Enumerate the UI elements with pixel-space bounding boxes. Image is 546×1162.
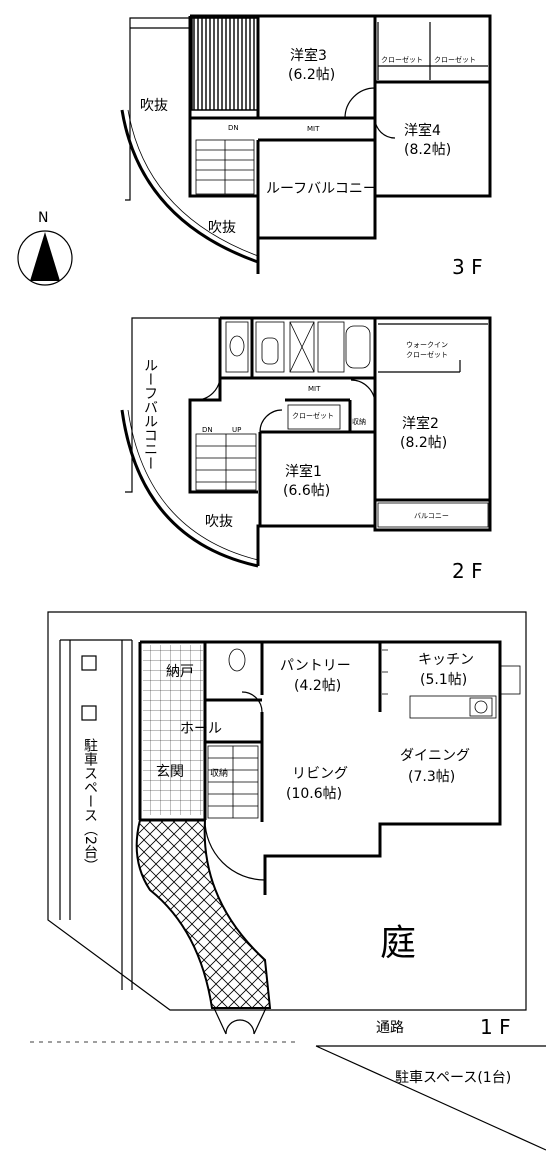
floor-3f-hatched-block xyxy=(191,17,259,111)
floor-1f-shuno: 収納 xyxy=(210,767,228,779)
compass-north-label: N xyxy=(38,210,48,226)
floor-1f-parking-mark-a xyxy=(81,655,97,671)
floor-2f-youshitsu1-name: 洋室1 xyxy=(285,463,322,480)
floor-1f-door-swing-entry xyxy=(204,819,266,881)
floor-2f-dn: DN xyxy=(202,426,213,434)
floor-3f-youshitsu3-name: 洋室3 xyxy=(290,47,327,64)
floor-2f-door-swing-c xyxy=(350,379,376,405)
floor-2f-roof-balcony-outline xyxy=(125,317,220,493)
floor-1f-stair xyxy=(207,745,259,819)
floor-3f-void-outline xyxy=(125,17,190,201)
floor-3f-curved-wall xyxy=(120,109,259,264)
floor-3f-fukinuke-a: 吹抜 xyxy=(140,98,168,114)
floor-1f-dining-size: (7.3帖) xyxy=(408,769,455,785)
floor-2f-closet-box xyxy=(287,404,341,430)
floor-2f-balcony: バルコニー xyxy=(414,512,449,520)
floor-2f-outer-wall xyxy=(188,316,492,566)
floor-3f-closet-a: クローゼット xyxy=(381,55,423,64)
floor-1f-nando-hatch xyxy=(143,645,203,815)
floor-2f-fixtures xyxy=(225,321,371,373)
floor-1f-parking-stripes xyxy=(59,639,133,990)
floor-3f-curved-wall-inner xyxy=(127,109,259,257)
floor-1f-gate-swing xyxy=(213,1007,267,1035)
floor-3f-inner-walls xyxy=(190,16,490,238)
floor-3f-youshitsu3-size: (6.2帖) xyxy=(288,67,335,83)
floor-2f-youshitsu2-name: 洋室2 xyxy=(402,415,439,432)
floor-2f-walkin-line2: クローゼット xyxy=(406,350,448,359)
floor-1f-pantry-size: (4.2帖) xyxy=(294,678,341,694)
floor-1f-road: 通路 xyxy=(376,1020,404,1036)
floor-3f-youshitsu4-name: 洋室4 xyxy=(404,122,441,139)
floor-2f-up: UP xyxy=(232,426,241,434)
floor-3f-label: 3 F xyxy=(452,255,483,279)
floor-1f-kitchen-name: キッチン xyxy=(418,652,474,668)
floor-2f-walkin-line1: ウォークイン xyxy=(406,341,448,349)
north-arrow-icon xyxy=(30,232,60,281)
road-edge-line xyxy=(315,1045,546,1151)
floor-2f-door-swing-b xyxy=(259,409,283,433)
floor-1f-dining-name: ダイニング xyxy=(400,748,470,764)
floor-2f-curved-wall xyxy=(120,409,259,568)
floor-3f: クローゼット クローゼット 洋室3 (6.2帖) 洋室4 (8.2帖) ルーフバ… xyxy=(120,14,492,279)
floor-1f-pantry-name: パントリー xyxy=(280,658,351,674)
floor-3f-youshitsu4-size: (8.2帖) xyxy=(404,142,451,158)
floor-2f-balcony-box xyxy=(377,502,489,528)
floor-1f-site-boundary xyxy=(47,611,527,1011)
bottom-parking-label: 駐車スペース(1台) xyxy=(395,1069,511,1086)
floor-2f-inner-walls xyxy=(220,318,490,526)
floor-3f-stair xyxy=(195,139,255,195)
floor-1f-approach-path xyxy=(135,819,272,1009)
floor-2f-curved-wall-inner xyxy=(127,409,259,561)
floor-1f-parking-vertical: 駐車スペース（2台） xyxy=(82,738,98,873)
floor-1f-kitchen-fixtures xyxy=(382,649,521,719)
compass: N xyxy=(17,210,73,286)
floor-1f-niwa: 庭 xyxy=(380,923,416,964)
floor-1f-genkan: 玄関 xyxy=(156,763,184,780)
floor-1f-living-size: (10.6帖) xyxy=(286,786,342,802)
floor-2f-shuno: 収納 xyxy=(352,417,366,426)
floor-3f-closet-lines xyxy=(377,22,488,80)
floor-3f-roof-balcony: ルーフバルコニー xyxy=(266,181,377,197)
floor-2f-door-swing-a xyxy=(195,375,221,401)
floor-2f-stair xyxy=(195,433,257,491)
floor-2f-youshitsu1-size: (6.6帖) xyxy=(283,483,330,499)
floor-1f-kitchen-size: (5.1帖) xyxy=(420,672,467,688)
floor-1f-hall: ホール xyxy=(180,721,222,737)
floor-1f-living-name: リビング xyxy=(292,766,348,782)
floor-3f-mit: MIT xyxy=(307,125,320,133)
floor-2f: ウォークイン クローゼット クローゼット 収納 バルコニー 洋室2 (8.2帖)… xyxy=(120,316,492,583)
floor-2f-youshitsu2-size: (8.2帖) xyxy=(400,435,447,451)
floor-3f-fukinuke-b: 吹抜 xyxy=(208,220,236,236)
floor-3f-door-swing-b xyxy=(374,117,396,139)
floor-3f-closet-b: クローゼット xyxy=(434,55,476,64)
floor-2f-mit: MIT xyxy=(308,385,321,393)
floor-2f-walkin-lines xyxy=(378,323,488,373)
floor-1f-nando: 納戸 xyxy=(166,664,194,680)
floor-1f-toilet-icon xyxy=(228,648,246,672)
floor-1f: 駐車スペース（2台） 納戸 ホール 玄関 収納 パントリー xyxy=(47,611,527,1039)
floor-1f-label: 1 F xyxy=(480,1015,511,1039)
compass-circle xyxy=(17,230,73,286)
floor-3f-dn: DN xyxy=(228,124,239,132)
floor-2f-label: 2 F xyxy=(452,559,483,583)
floor-1f-door-swing-pantry xyxy=(241,691,263,713)
floor-1f-inner-walls xyxy=(203,642,382,822)
floor-3f-door-swing-a xyxy=(344,87,376,119)
floor-2f-closet: クローゼット xyxy=(292,411,334,420)
floor-1f-parking-mark-b xyxy=(81,705,97,721)
floor-2f-roof-balcony: ルーフバルコニー xyxy=(142,358,158,470)
floor-2f-fukinuke: 吹抜 xyxy=(205,514,233,530)
